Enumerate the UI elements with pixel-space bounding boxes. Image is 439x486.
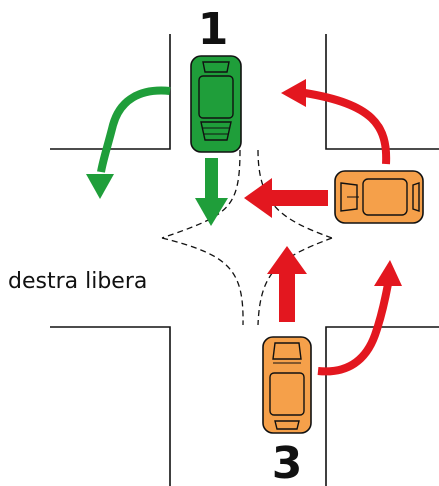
green-left-turn-arrowhead [86,174,114,199]
red-east-straight-arrowhead [244,178,272,218]
dashed-curve-upper-right [257,149,333,239]
red-arrows [244,79,402,376]
red-east-right-turn-arrowhead [281,79,306,107]
dashed-curve-lower-left [161,237,244,326]
orange-car-east-rear-window [412,182,420,212]
green-car-roof [198,75,234,119]
red-north-straight-shaft [279,272,295,322]
dashed-trajectories [161,149,333,326]
green-car-rear-window [202,61,230,73]
vehicle-3-label: 3 [272,438,303,486]
green-car-1 [190,55,242,153]
red-east-right-turn-arrow [304,89,391,165]
red-north-straight-arrowhead [267,246,307,274]
orange-car-3-rear-window [274,420,300,430]
vehicle-1-label: 1 [198,4,229,55]
orange-car-3 [262,336,312,434]
orange-car-east-roof [362,178,408,216]
green-arrows [86,86,228,226]
red-east-straight-shaft [270,190,328,206]
red-south-right-turn-arrow [317,283,392,376]
road-edge-top-left [50,34,171,150]
road-edge-bottom-left [50,326,171,486]
green-straight-arrowhead [195,198,228,226]
road-edge-bottom-right [325,326,439,486]
dashed-curve-upper [161,149,241,239]
right-of-way-label: destra libera [8,269,147,294]
orange-car-3-windshield [272,342,302,360]
orange-car-3-roof [269,372,305,416]
green-left-turn-arrow [97,86,171,173]
orange-car-east [334,170,424,224]
road-edges [50,34,439,486]
red-south-right-turn-arrowhead [374,260,402,286]
road-edge-top-right [325,34,439,150]
orange-car-east-windshield [340,182,358,212]
green-straight-arrow-shaft [205,158,218,200]
